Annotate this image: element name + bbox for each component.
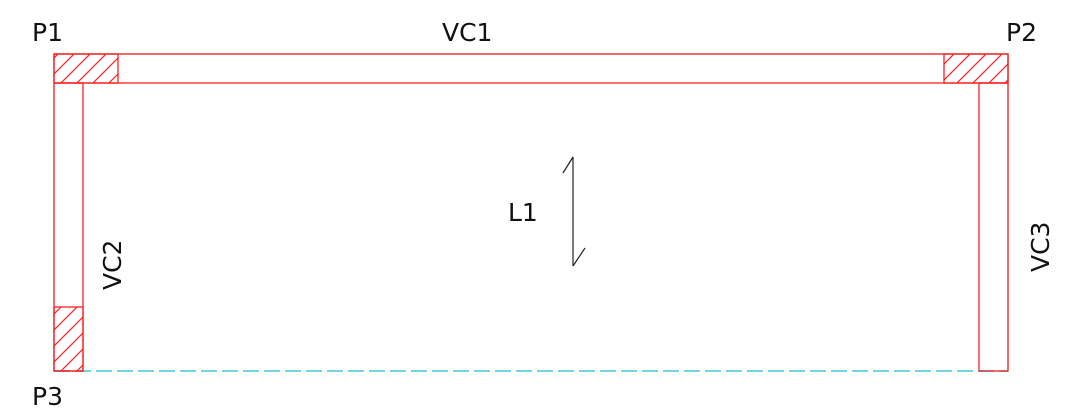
label-p3: P3 [32, 382, 63, 411]
label-vc2: VC2 [98, 240, 127, 290]
label-p1: P1 [32, 18, 63, 47]
slab-direction-arrow [562, 156, 586, 267]
label-vc1: VC1 [442, 18, 492, 47]
label-vc3: VC3 [1026, 222, 1055, 272]
label-l1: L1 [508, 198, 538, 227]
pillar-p2 [943, 53, 1009, 84]
pillar-p1 [53, 53, 119, 84]
beam-vc3 [978, 82, 1009, 372]
beam-vc1 [53, 53, 1009, 84]
pillar-p3 [53, 306, 84, 372]
label-p2: P2 [1006, 18, 1037, 47]
